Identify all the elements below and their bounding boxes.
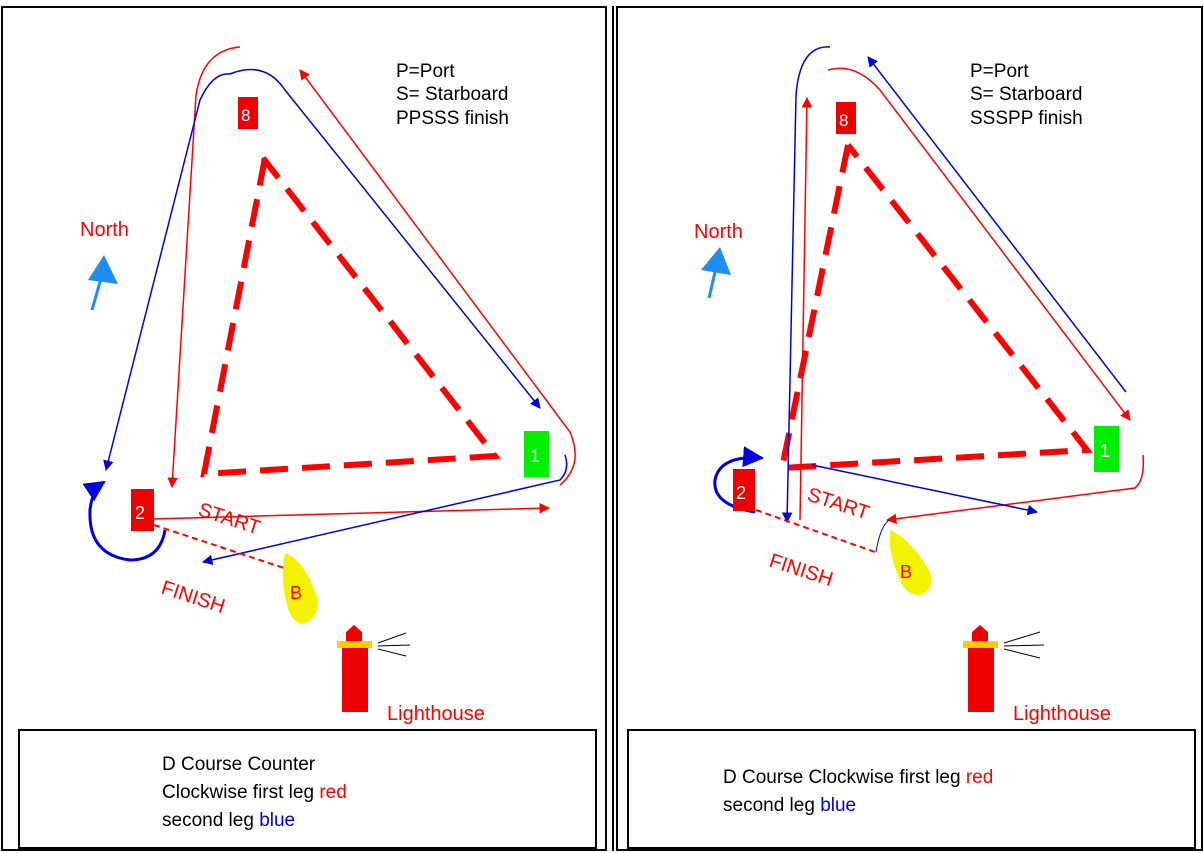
right-legend-line-3: SSSPP finish xyxy=(970,108,1083,129)
right-start-line xyxy=(755,509,876,553)
right-red-leg-up xyxy=(799,96,813,521)
left-legend-line-2: S= Starboard xyxy=(396,84,509,105)
left-blue-leg-down xyxy=(229,68,541,409)
right-red-leg-return xyxy=(885,454,1145,524)
right-mark-8 xyxy=(836,102,856,134)
left-caption-box xyxy=(18,729,597,849)
left-mark-2 xyxy=(131,489,154,531)
right-red-leg-down xyxy=(827,67,1131,421)
left-mark-8 xyxy=(238,97,258,129)
right-caption-line-1: D Course Clockwise first leg red xyxy=(723,767,993,788)
right-mark-1 xyxy=(1094,426,1119,472)
right-mark-1-label: 1 xyxy=(1100,441,1110,461)
left-red-leg-down xyxy=(299,69,576,486)
right-panel xyxy=(616,6,1203,851)
left-boat-label: B xyxy=(290,583,302,603)
left-finish-label: FINISH xyxy=(158,577,227,618)
left-red-leg-up xyxy=(167,46,241,489)
right-finish-label: FINISH xyxy=(766,550,835,591)
left-start-line xyxy=(153,524,291,571)
right-mark-2-label: 2 xyxy=(736,483,746,503)
left-north-label: North xyxy=(80,219,129,241)
left-committee-boat-icon xyxy=(282,553,318,624)
right-blue-leg-reach xyxy=(811,464,1039,516)
left-caption-line-2: Clockwise first leg red xyxy=(162,782,347,803)
left-blue-leg-up xyxy=(103,73,231,472)
left-mark-8-label: 8 xyxy=(241,106,250,125)
right-lighthouse-label: Lighthouse xyxy=(1013,703,1111,725)
right-caption-box xyxy=(627,729,1196,849)
right-north-arrow-icon xyxy=(701,247,731,299)
left-mark-1 xyxy=(524,431,549,477)
left-lighthouse-label: Lighthouse xyxy=(387,703,485,725)
left-blue-leg-return xyxy=(201,454,568,566)
left-lighthouse-icon xyxy=(337,625,411,712)
left-caption-line-1: D Course Counter xyxy=(162,754,316,775)
left-panel xyxy=(1,6,607,851)
left-legend-line-3: PPSSS finish xyxy=(396,108,509,129)
right-lighthouse-icon xyxy=(963,625,1045,712)
right-north-label: North xyxy=(694,221,743,243)
left-course-triangle xyxy=(200,156,501,478)
right-start-label: START xyxy=(804,484,871,525)
right-mark-2 xyxy=(733,469,755,511)
left-diagram: P=Port S= Starboard PPSSS finish North 8… xyxy=(18,46,597,849)
right-caption-line-2: second leg blue xyxy=(723,795,856,816)
right-mark-8-label: 8 xyxy=(839,111,848,130)
right-blue-finish-arc xyxy=(875,519,890,553)
right-blue-leg-up xyxy=(867,56,1127,393)
left-caption-line-3: second leg blue xyxy=(162,810,295,831)
right-legend-line-2: S= Starboard xyxy=(970,84,1083,105)
left-north-arrow-icon xyxy=(88,255,118,311)
panel-divider xyxy=(612,6,614,851)
left-start-label: START xyxy=(195,499,262,540)
left-blue-rounding xyxy=(82,480,167,562)
left-mark-1-label: 1 xyxy=(530,446,540,466)
left-red-leg-reach xyxy=(151,503,551,520)
right-blue-leg-down-left xyxy=(781,46,831,524)
right-legend-line-1: P=Port xyxy=(970,61,1029,82)
left-mark-2-label: 2 xyxy=(135,503,145,523)
right-committee-boat-icon xyxy=(889,530,932,595)
right-diagram: P=Port S= Starboard SSSPP finish North 8… xyxy=(627,46,1196,849)
left-legend-line-1: P=Port xyxy=(396,61,455,82)
right-boat-label: B xyxy=(900,562,912,582)
right-course-triangle xyxy=(778,143,1093,472)
